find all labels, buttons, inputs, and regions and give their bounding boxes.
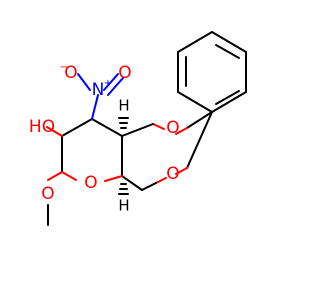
phenyl-ring bbox=[177, 31, 247, 113]
nitro-oxygen-double-bond bbox=[107, 77, 124, 96]
nitro-nitrogen-label: N bbox=[92, 80, 105, 100]
nitro-oxygen-bond bbox=[77, 73, 91, 91]
methylene-oxygen-bond bbox=[155, 177, 167, 184]
pyranose-oxygen-bond bbox=[61, 171, 77, 181]
acetal-bond bbox=[186, 111, 213, 169]
pyranose-bond bbox=[91, 118, 123, 137]
ring-oxygen-bond bbox=[152, 123, 165, 130]
pyranose-bond bbox=[61, 118, 93, 137]
acetal-bond bbox=[186, 111, 213, 129]
ring-oxygen-lower-label: O bbox=[166, 164, 179, 184]
substituent-bonds bbox=[46, 73, 124, 226]
nitro-nitrogen-charge: + bbox=[104, 78, 112, 89]
phenyl-double-bond bbox=[215, 44, 240, 59]
acetal-oxygen-bond bbox=[175, 167, 188, 175]
ring-junction-bond bbox=[121, 123, 154, 137]
methoxy-oxygen-label: O bbox=[41, 184, 54, 204]
nitro-oxygen-right-label: O bbox=[118, 63, 131, 83]
pyranose-oxygen-label: O bbox=[84, 173, 97, 193]
dioxane-ring bbox=[121, 111, 213, 191]
nitro-bond bbox=[91, 94, 99, 120]
nitro-oxygen-charge: − bbox=[60, 62, 68, 73]
methoxy-bond bbox=[47, 171, 63, 181]
phenyl-bond bbox=[177, 91, 213, 113]
ring-oxygen-upper-label: O bbox=[166, 118, 179, 138]
methylene-bond bbox=[141, 182, 157, 191]
acetal-oxygen-bond bbox=[175, 127, 188, 135]
nitro-oxygen-left-label: O bbox=[64, 63, 77, 83]
ring-junction-bond bbox=[121, 175, 143, 191]
hydroxyl-label: HO bbox=[29, 117, 55, 137]
nitro-oxygen-double-bond bbox=[103, 73, 119, 91]
molecule-structure: HO O − N + O O O O O H H bbox=[29, 31, 247, 226]
pyranose-ring bbox=[61, 118, 123, 182]
phenyl-bond bbox=[177, 31, 213, 53]
ring-junction-hydrogen-lower: H bbox=[118, 197, 129, 215]
stereo-hash-bonds bbox=[118, 117, 129, 195]
phenyl-bond bbox=[211, 91, 247, 113]
pyranose-oxygen-bond bbox=[104, 175, 123, 182]
hydroxyl-bond bbox=[46, 126, 63, 137]
ring-junction-hydrogen-upper: H bbox=[118, 97, 129, 115]
phenyl-bond bbox=[211, 31, 247, 53]
phenyl-double-bond bbox=[215, 90, 240, 105]
